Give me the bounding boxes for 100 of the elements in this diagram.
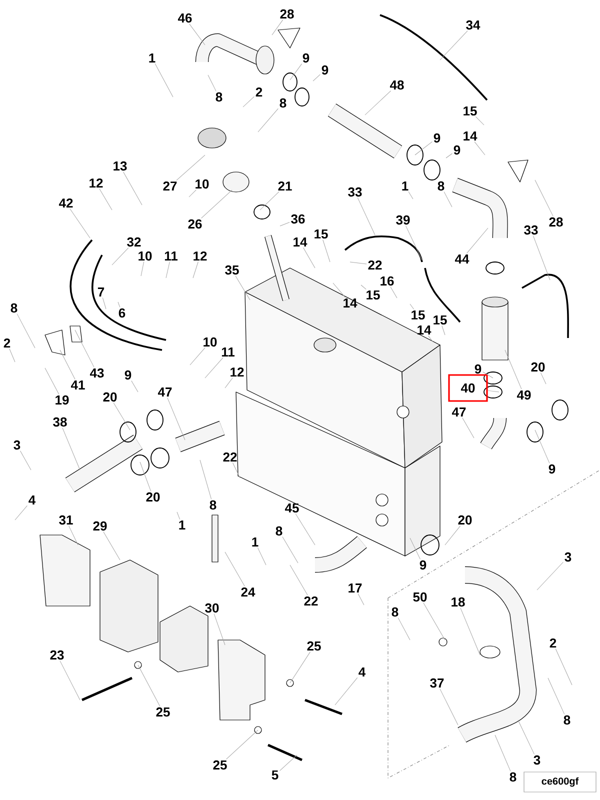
callout-number: 8 (216, 92, 222, 102)
callout-number: 25 (156, 707, 170, 717)
callout-number: 2 (550, 638, 556, 648)
callout-number: 46 (178, 13, 192, 23)
callout-number: 9 (124, 370, 132, 380)
leader-line (444, 526, 461, 546)
callout-number: 14 (418, 326, 432, 334)
callout-number: 10 (204, 337, 217, 347)
leader-line (166, 261, 170, 278)
callout-number: 5 (272, 770, 278, 780)
leader-line (440, 688, 458, 726)
leader-line (70, 208, 90, 238)
callout-number: 9 (474, 364, 482, 374)
leader-line (9, 348, 16, 362)
leader-line (154, 63, 174, 98)
callout-number: 8 (276, 526, 282, 536)
leader-line (462, 417, 474, 438)
leader-line (20, 450, 32, 470)
callout-number: 15 (412, 310, 425, 320)
callout-number: 22 (223, 452, 237, 462)
callout-number: 2 (4, 338, 10, 348)
leader-line (60, 350, 76, 380)
callout-number: 22 (368, 260, 382, 270)
leader-line (190, 348, 206, 366)
leader-line (14, 505, 28, 520)
leader-line (123, 172, 142, 206)
callout-number: 24 (241, 587, 256, 597)
leader-line (494, 734, 511, 772)
leader-line (312, 74, 320, 82)
callout-number: 8 (510, 772, 516, 782)
leader-line (334, 677, 358, 706)
leader-line (260, 192, 280, 210)
leader-line (532, 236, 550, 280)
callout-number: 7 (98, 288, 104, 296)
callout-number: 9 (434, 133, 440, 143)
callout-number: 3 (564, 552, 572, 562)
leader-line (290, 64, 302, 80)
callout-number: 8 (564, 715, 570, 725)
callout-number: 28 (549, 217, 563, 227)
callout-number: 18 (452, 597, 465, 607)
leader-line (232, 462, 240, 478)
leader-line (518, 720, 534, 754)
leader-line (423, 602, 446, 640)
leader-line (282, 536, 298, 564)
callout-number: 12 (230, 367, 244, 377)
callout-number: 35 (225, 265, 239, 275)
highlighted-callout: 40 (448, 374, 488, 402)
leader-line (360, 284, 366, 290)
callout-number: 3 (534, 755, 540, 765)
leader-line (242, 96, 254, 108)
callout-number: 14 (294, 238, 308, 246)
leader-line (350, 262, 367, 264)
callout-number: 1 (149, 54, 156, 62)
callout-number: 9 (420, 560, 426, 570)
callout-number: 21 (278, 181, 292, 191)
leader-line (364, 90, 392, 116)
leader-line (295, 514, 316, 546)
leader-line (167, 397, 186, 440)
callout-number: 9 (302, 53, 310, 63)
leader-line (442, 326, 446, 336)
callout-number: 34 (466, 20, 480, 30)
callout-number: 8 (10, 303, 18, 313)
callout-number: 11 (222, 348, 235, 356)
leader-line (358, 593, 364, 606)
callout-number: 31 (59, 515, 73, 525)
leader-line (446, 153, 452, 158)
leader-line (188, 190, 196, 198)
callout-number: 22 (304, 596, 318, 606)
leader-line (140, 262, 144, 276)
leader-line (466, 228, 488, 254)
leader-line (398, 618, 410, 640)
leader-line (488, 390, 500, 392)
callout-number: 37 (430, 678, 444, 688)
leader-line (99, 188, 112, 210)
callout-number: 20 (458, 515, 472, 525)
leader-line (290, 564, 308, 596)
callout-number: 41 (70, 380, 85, 390)
drawing-code-label: ce600gf (524, 772, 596, 792)
callout-number: 6 (118, 308, 126, 318)
leader-line (536, 562, 564, 590)
callout-number: 12 (90, 178, 103, 188)
leader-line (322, 240, 330, 262)
leader-line (192, 262, 198, 278)
callout-number: 25 (213, 760, 227, 770)
leader-line (102, 297, 106, 310)
callout-number: 20 (146, 492, 160, 502)
leader-line (504, 350, 522, 390)
callout-number: 19 (56, 395, 69, 405)
callout-number: 32 (127, 237, 141, 247)
leader-line (540, 372, 546, 384)
leader-line (482, 372, 494, 378)
callout-number: 49 (516, 390, 531, 400)
leader-line (444, 192, 452, 208)
callout-number: 42 (58, 198, 73, 208)
callout-number: 15 (366, 290, 380, 300)
callout-number: 48 (390, 80, 404, 90)
leader-line (280, 754, 298, 771)
leader-line (474, 141, 486, 156)
leader-line (476, 116, 484, 126)
leader-line (290, 652, 310, 684)
